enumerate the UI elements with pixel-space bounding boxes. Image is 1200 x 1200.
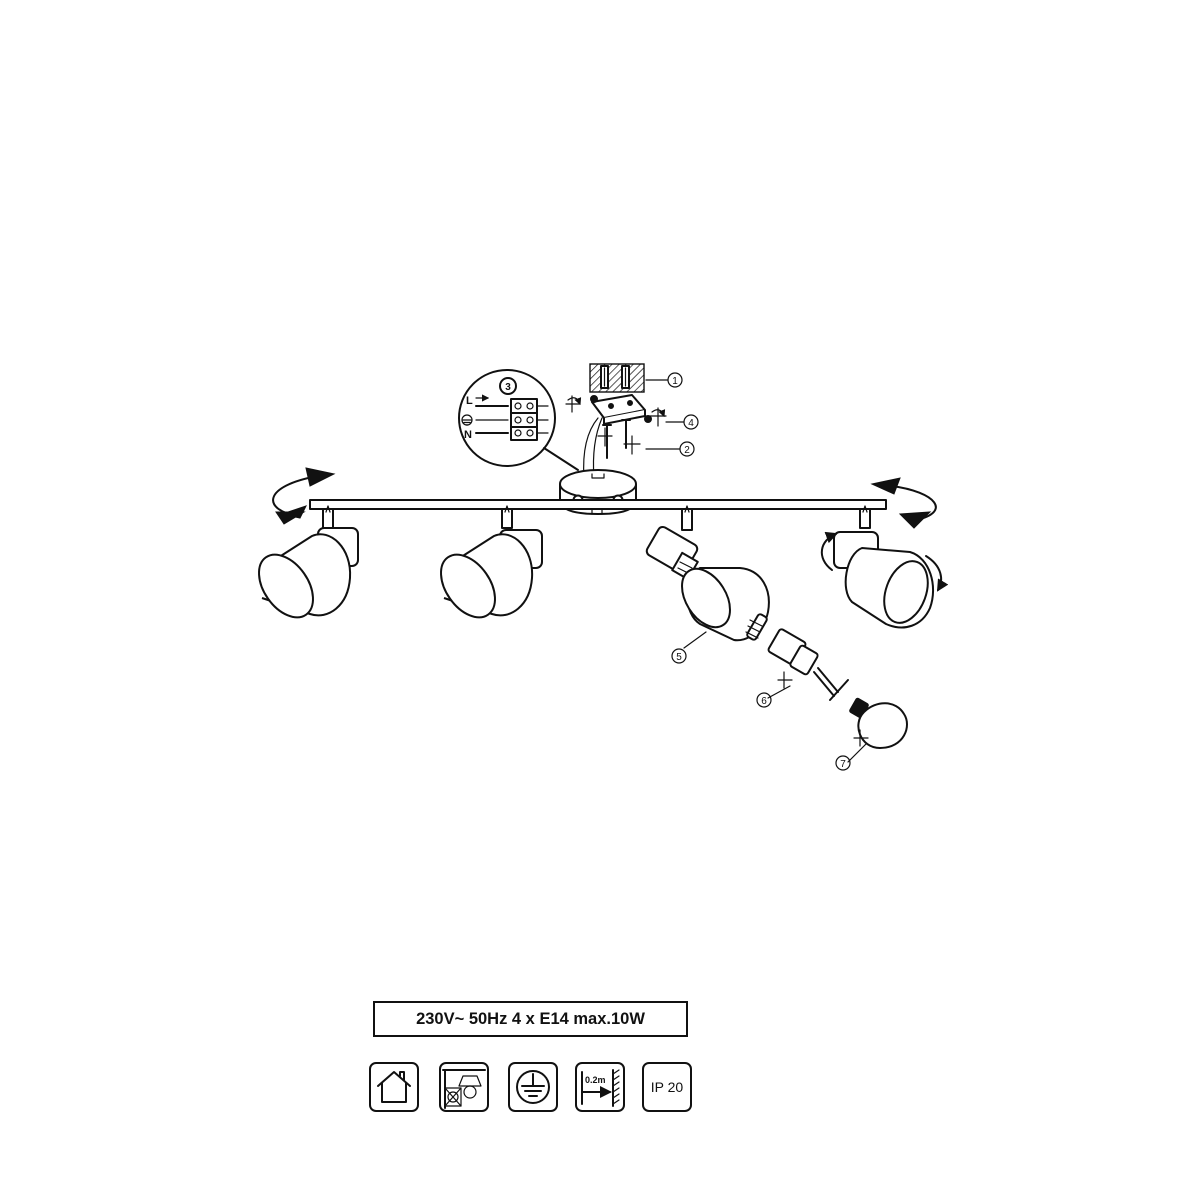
- callout-4: 4: [683, 414, 699, 430]
- earth-symbol: [508, 1062, 558, 1112]
- svg-text:6: 6: [761, 696, 767, 707]
- spotlight-1: [258, 505, 359, 619]
- callout-leaders: [645, 379, 867, 763]
- min-distance-icon: 0.2m: [581, 1069, 620, 1107]
- electrical-spec: 230V~ 50Hz 4 x E14 max.10W: [373, 1001, 688, 1037]
- terminal-neutral-label: N: [464, 429, 472, 441]
- svg-text:3: 3: [505, 382, 511, 393]
- svg-text:1: 1: [672, 376, 678, 387]
- callout-6: 6: [756, 692, 772, 708]
- supply-cable: [583, 417, 599, 479]
- twist-icons: [777, 671, 869, 747]
- svg-text:4: 4: [688, 418, 694, 429]
- protective-earth-icon: [516, 1070, 550, 1104]
- spotlight-4: [821, 505, 949, 629]
- indoor-house-icon: [377, 1071, 411, 1103]
- screw-rotation-icons: [565, 395, 667, 455]
- fixing-screws: [602, 419, 631, 459]
- wiring-detail: [458, 369, 579, 471]
- bulb-part: [849, 697, 908, 749]
- rotation-arrow-right: [870, 477, 937, 529]
- mounting-bracket: [590, 394, 652, 425]
- rotation-arrow-left: [272, 467, 336, 525]
- no-covering-insulation-icon: [442, 1069, 486, 1109]
- callout-2: 2: [679, 441, 695, 457]
- svg-text:5: 5: [676, 652, 682, 663]
- ceiling-wall-plugs: [589, 363, 645, 393]
- callout-5: 5: [671, 648, 687, 664]
- terminal-live-label: L: [466, 395, 473, 407]
- callout-7: 7: [835, 755, 851, 771]
- svg-text:7: 7: [840, 759, 846, 770]
- lamp-holder-part: [767, 628, 849, 701]
- spotlight-2: [440, 505, 543, 619]
- callout-1: 1: [667, 372, 683, 388]
- spotlight-3-exploded: [645, 505, 770, 642]
- callout-3: 3: [505, 382, 511, 393]
- ip-rating-symbol: IP 20: [642, 1062, 692, 1112]
- lamp-bar: [309, 499, 887, 515]
- svg-text:2: 2: [684, 445, 690, 456]
- distance-symbol: 0.2m: [575, 1062, 625, 1112]
- no-covering-symbol: [439, 1062, 489, 1112]
- svg-text:0.2m: 0.2m: [585, 1075, 606, 1085]
- indoor-symbol: [369, 1062, 419, 1112]
